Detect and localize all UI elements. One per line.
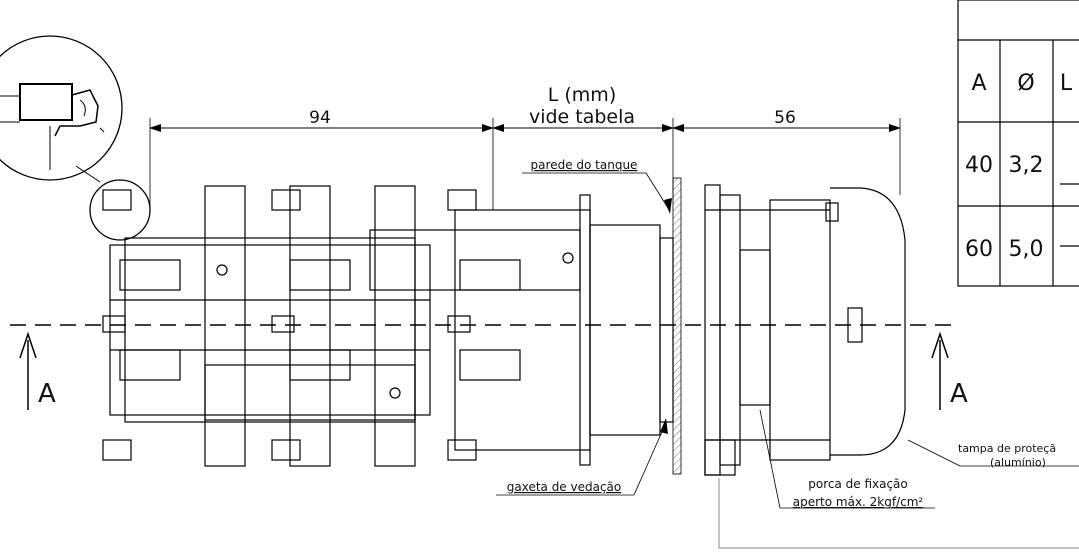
label-nut-line2: aperto máx. 2kgf/cm²: [793, 495, 924, 509]
dimension-lines: [149, 118, 901, 210]
label-nut-line1: porca de fixação: [808, 477, 908, 491]
table-header-diameter: Ø: [1017, 71, 1034, 96]
table-cell-r1-diameter: 3,2: [1009, 153, 1044, 178]
label-tank-wall: parede do tanque: [531, 158, 638, 172]
dim-center-line1: L (mm): [548, 84, 616, 106]
dimension-table: [957, 0, 1079, 287]
callout-tank-wall: [522, 172, 672, 214]
label-cover-line2: (alumínio): [990, 456, 1046, 469]
label-gasket: gaxeta de vedação: [507, 480, 622, 494]
table-header-l: L: [1060, 71, 1073, 96]
section-label-right: A: [950, 379, 968, 409]
switch-body: [102, 185, 674, 467]
section-marker-left: [19, 331, 37, 410]
label-cover-line1: tampa de proteçã: [958, 442, 1056, 455]
table-cell-r2-a: 60: [965, 237, 993, 262]
section-label-left: A: [38, 379, 56, 409]
table-cell-r2-diameter: 5,0: [1009, 237, 1044, 262]
callout-gray-leader: [718, 478, 1079, 549]
cover-assembly: [704, 184, 906, 476]
dim-center-line2: vide tabela: [529, 106, 635, 128]
table-header-a: A: [971, 71, 986, 96]
section-marker-right: [931, 331, 949, 410]
tank-wall: [672, 177, 682, 475]
detail-leader: [75, 165, 101, 183]
dim-right-label: 56: [774, 108, 796, 128]
table-cell-r1-a: 40: [965, 153, 993, 178]
detail-view: [0, 35, 123, 181]
callout-nut: [759, 409, 935, 509]
dim-left-label: 94: [309, 108, 331, 128]
callout-gasket: [496, 418, 668, 496]
callout-cover: [907, 439, 1079, 467]
